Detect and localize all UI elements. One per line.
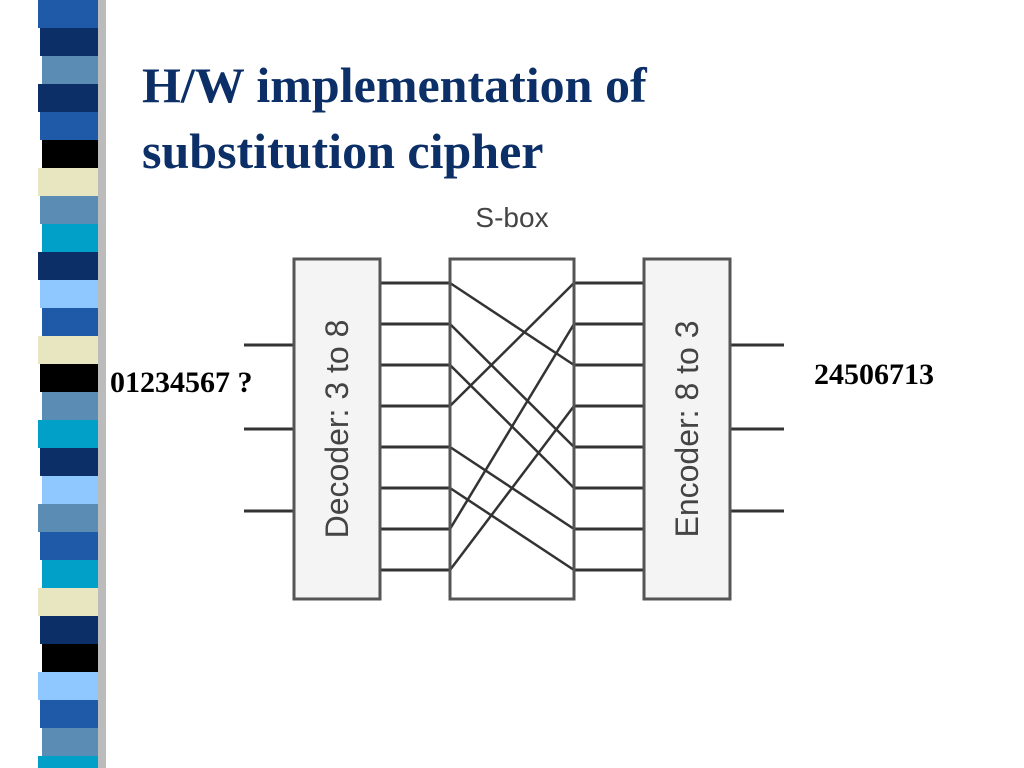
stripe-block bbox=[38, 756, 98, 768]
stripe-block bbox=[42, 392, 98, 420]
perm-wire-7 bbox=[449, 405, 575, 571]
stripe-block bbox=[38, 84, 98, 112]
stripe-block bbox=[38, 336, 98, 364]
stripe-block bbox=[40, 448, 98, 476]
stripe-block bbox=[38, 588, 98, 616]
stripe-block bbox=[42, 308, 98, 336]
decoder-label: Decoder: 3 to 8 bbox=[319, 320, 355, 539]
title-line-2: substitution cipher bbox=[142, 123, 544, 179]
stripe-block bbox=[38, 168, 98, 196]
stripe-block bbox=[40, 616, 98, 644]
stripe-block bbox=[40, 280, 98, 308]
decorative-stripe bbox=[38, 0, 106, 768]
slide-title: H/W implementation of substitution ciphe… bbox=[142, 52, 647, 184]
encoder-label: Encoder: 8 to 3 bbox=[669, 320, 705, 537]
decoder-sbox-wires bbox=[380, 281, 450, 572]
perm-wire-0 bbox=[449, 281, 575, 367]
stripe-block bbox=[42, 644, 98, 672]
stripe-shadow bbox=[96, 0, 106, 768]
decoder-box bbox=[292, 257, 382, 601]
input-sequence: 01234567 ? bbox=[110, 366, 253, 399]
stripe-block bbox=[40, 28, 98, 56]
perm-wire-6 bbox=[448, 323, 576, 530]
stripe-block bbox=[38, 0, 98, 28]
sbox-encoder-wires bbox=[574, 281, 644, 572]
stripe-block bbox=[38, 252, 98, 280]
stripe-block bbox=[40, 112, 98, 140]
stripe-block bbox=[40, 532, 98, 560]
stripe-block bbox=[38, 420, 98, 448]
stripe-block bbox=[42, 56, 98, 84]
stripe-block bbox=[40, 700, 98, 728]
output-sequence: 24506713 bbox=[814, 358, 934, 391]
stripe-block bbox=[42, 224, 98, 252]
input-wires bbox=[244, 343, 294, 513]
title-line-1: H/W implementation of bbox=[142, 57, 647, 113]
encoder-box bbox=[642, 257, 732, 601]
stripe-block bbox=[38, 672, 98, 700]
stripe-block bbox=[38, 504, 98, 532]
perm-wire-3 bbox=[449, 282, 575, 407]
perm-wire-5 bbox=[449, 486, 575, 572]
stripe-block bbox=[42, 476, 98, 504]
output-wires bbox=[730, 343, 784, 513]
stripe-block bbox=[42, 728, 98, 756]
sbox-diagram: S-box Decoder: 3 to 8 Encoder: 8 to 3 bbox=[244, 202, 784, 601]
sbox-label: S-box bbox=[475, 202, 548, 233]
sbox-box bbox=[448, 257, 576, 601]
stripe-block bbox=[42, 140, 98, 168]
permutation-wires bbox=[448, 281, 576, 572]
stripe-block bbox=[40, 364, 98, 392]
perm-wire-1 bbox=[449, 323, 575, 448]
stripe-block bbox=[42, 560, 98, 588]
stripe-block bbox=[40, 196, 98, 224]
